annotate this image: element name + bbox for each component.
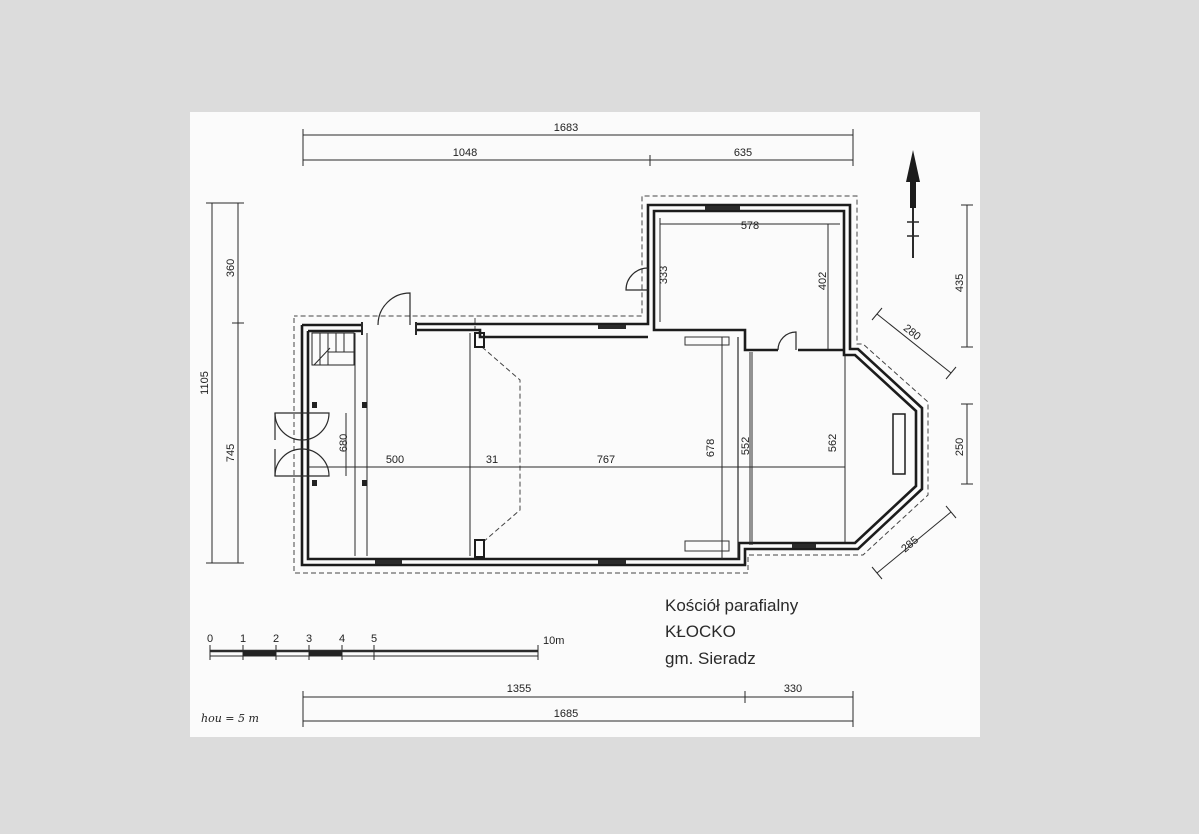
dim-sacristy-length: 578 (741, 220, 759, 232)
stairs (311, 332, 355, 366)
dim-bottom-total: 1685 (554, 708, 578, 720)
dim-right-upper: 435 (954, 274, 966, 292)
dim-bottom-right: 330 (784, 683, 802, 695)
dim-left-lower: 745 (225, 444, 237, 462)
dim-top-left: 1048 (453, 147, 477, 159)
dim-chancel-width: 562 (827, 434, 839, 452)
dim-sacristy-width: 402 (817, 272, 829, 290)
scale-tick-2: 2 (273, 633, 279, 645)
dim-entrance-width: 680 (338, 434, 350, 452)
dim-nave-width: 678 (705, 439, 717, 457)
right-dimension-chain: 435 250 280 285 (871, 204, 973, 580)
title-line-1: Kościół parafialny (665, 596, 799, 615)
dim-chancel-arch: 552 (740, 437, 752, 455)
porch-side-door (377, 292, 411, 326)
title-line-3: gm. Sieradz (665, 649, 756, 668)
scale-tick-1: 1 (240, 633, 246, 645)
sacristy-outer-door (625, 267, 649, 291)
dim-right-middle: 250 (954, 438, 966, 456)
title-block: Kościół parafialny KŁOCKO gm. Sieradz (665, 596, 799, 668)
title-line-2: KŁOCKO (665, 622, 736, 641)
height-note: hou = 5 m (201, 712, 259, 725)
altar (892, 413, 906, 475)
scale-tick-0: 0 (207, 633, 213, 645)
scale-tick-4: 4 (339, 633, 345, 645)
paper-sheet (190, 112, 980, 737)
internal-dimensions: 680 500 31 767 678 552 562 578 402 333 (308, 220, 845, 559)
dim-sacristy-door: 333 (658, 266, 670, 284)
scale-tick-3: 3 (306, 633, 312, 645)
dim-nave-length: 767 (597, 454, 615, 466)
dim-bottom-left: 1355 (507, 683, 531, 695)
bottom-dimension-chain: 1355 330 1685 (302, 683, 854, 727)
north-arrow-icon (906, 150, 920, 258)
scale-bar: 0 1 2 3 4 5 10m (207, 633, 564, 660)
scale-end-label: 10m (543, 635, 564, 647)
dim-porch-length: 500 (386, 454, 404, 466)
dim-left-upper: 360 (225, 259, 237, 277)
left-dimension-chain: 1105 360 745 (199, 202, 244, 564)
main-entrance-door (274, 412, 330, 477)
dim-arch-thickness: 31 (486, 454, 498, 466)
top-dimension-chain: 1683 1048 635 (302, 122, 854, 166)
sacristy-chancel-door (777, 331, 797, 351)
scale-tick-5: 5 (371, 633, 377, 645)
dim-left-total: 1105 (199, 371, 211, 395)
dim-top-total: 1683 (554, 122, 578, 134)
dim-top-right: 635 (734, 147, 752, 159)
church-walls (300, 203, 924, 567)
